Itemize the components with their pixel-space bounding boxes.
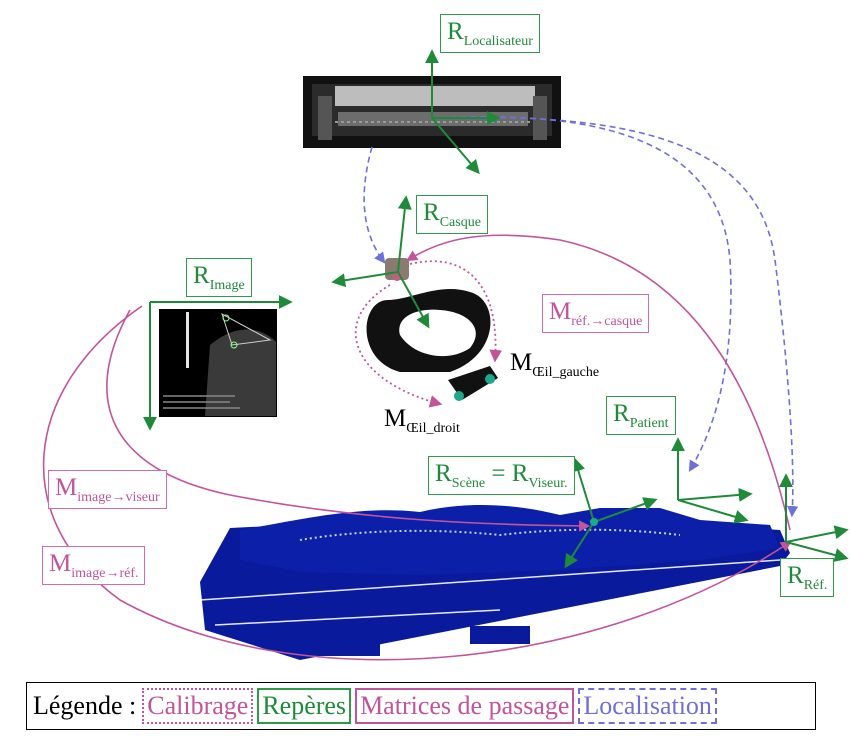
legend-title: Légende : — [33, 691, 137, 720]
frame-label-patient: RPatient — [606, 396, 676, 435]
frame-patient-axes — [671, 437, 753, 524]
frame-label-localisateur: RLocalisateur — [440, 14, 540, 53]
legend: Légende : Calibrage Repères Matrices de … — [26, 682, 816, 730]
ultrasound-image — [159, 309, 277, 417]
legend-reperes: Repères — [257, 687, 352, 725]
legend-matrices: Matrices de passage — [355, 687, 575, 725]
matrix-label-ref-casque: Mréf.→casque — [542, 294, 650, 333]
matrix-links — [42, 234, 792, 661]
legend-localisation: Localisation — [578, 687, 717, 725]
frame-label-scene: RScène = RViseur. — [428, 456, 575, 495]
patient-scan-image — [199, 504, 790, 660]
frame-image-axes — [143, 295, 293, 431]
frame-label-casque: RCasque — [416, 195, 488, 234]
calibration-links — [354, 260, 502, 408]
frame-label-ref: RRéf. — [780, 558, 835, 597]
frame-localisateur-axes — [425, 49, 501, 175]
calibration-label-oeil-gauche: MŒil_gauche — [510, 349, 600, 380]
frame-ref-axes — [779, 473, 849, 562]
frame-casque-axes — [331, 195, 430, 329]
frame-origin-dots — [590, 518, 598, 526]
matrix-label-image-ref: Mimage→réf. — [42, 546, 146, 585]
localisation-links — [363, 115, 799, 518]
matrix-label-image-viseur: Mimage→viseur — [48, 470, 167, 509]
frame-label-image: RImage — [186, 258, 252, 297]
headset-image — [366, 258, 498, 401]
legend-calibrage: Calibrage — [142, 687, 254, 725]
frame-scene-axes — [564, 457, 658, 569]
calibration-label-oeil-droit: MŒil_droit — [384, 405, 460, 436]
